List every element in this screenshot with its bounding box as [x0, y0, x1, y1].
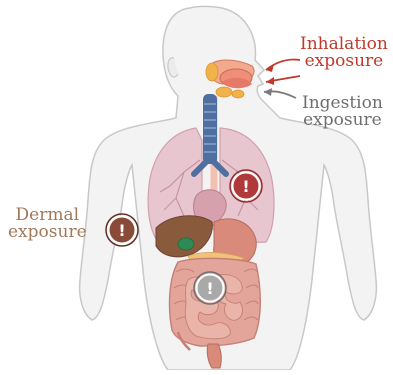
sublingual-gland	[232, 90, 244, 98]
ingestion-label-line2: exposure	[302, 112, 383, 129]
submandibular-gland	[216, 87, 232, 97]
dermal-exposure-label: Dermal exposure	[8, 207, 87, 241]
parotid-gland	[206, 63, 218, 81]
gallbladder	[178, 238, 194, 250]
dermal-label-line2: exposure	[8, 224, 87, 241]
inhalation-exposure-label: Inhalation exposure	[300, 36, 388, 70]
ingestion-exposure-label: Ingestion exposure	[302, 95, 383, 129]
inhalation-label-line2: exposure	[300, 53, 388, 70]
